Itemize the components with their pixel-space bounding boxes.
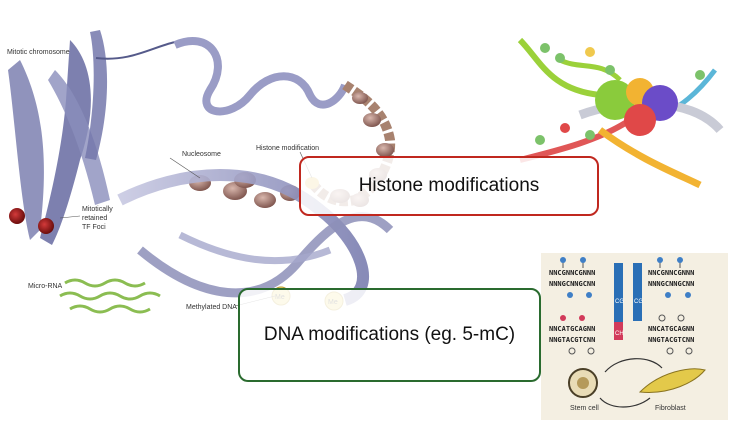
ch-label: CH (615, 331, 624, 337)
mitotic-chromosome (8, 30, 176, 245)
cg-bar-left (614, 263, 623, 340)
histone-modifications-callout: Histone modifications (299, 156, 599, 216)
cg-label-left: CG (615, 299, 624, 305)
seq-bottom-left-1: NNCATGCAGNN (549, 325, 595, 333)
tf-focus-left (9, 208, 25, 224)
fibroblast-label: Fibroblast (655, 405, 686, 412)
ch-bar (614, 322, 623, 340)
nucleosome-label: Nucleosome (182, 151, 221, 158)
fibroblast-icon (638, 368, 706, 393)
histone-modification-label: Histone modification (256, 145, 319, 152)
dna-modifications-text: DNA modifications (eg. 5-mC) (263, 324, 516, 345)
tf-foci-label-3: TF Foci (82, 224, 106, 231)
seq-bottom-right-1: NNCATGCAGNN (648, 325, 694, 333)
cg-label-right: CG (634, 299, 643, 305)
mitotic-chromosome-label: Mitotic chromosome (7, 49, 70, 56)
seq-bottom-left-2: NNGTACGTCNN (549, 336, 595, 344)
micro-rna (59, 278, 161, 314)
tf-foci-label-1: Mitotically (82, 206, 113, 213)
seq-top-left-2: NNNGCNNGCNN (549, 280, 595, 288)
stem-cell-label: Stem cell (570, 405, 599, 412)
micro-rna-label: Micro-RNA (28, 283, 63, 290)
tf-foci-label-2: retained (82, 215, 107, 222)
seq-bottom-right-2: NNGTACGTCNN (648, 336, 694, 344)
histone-modifications-text: Histone modifications (358, 175, 540, 196)
cg-bar-right (633, 263, 642, 321)
dna-modifications-callout: DNA modifications (eg. 5-mC) (238, 288, 541, 382)
methylated-dna-label: Methylated DNA (186, 304, 237, 311)
seq-top-right-2: NNNGCNNGCNN (648, 280, 694, 288)
methylation-panel-content: NNCGNNCGNNN NNNGCNNGCNN CG CG CH NNCGNNC… (549, 257, 706, 412)
seq-top-right-1: NNCGNNCGNNN (648, 269, 694, 277)
tf-focus-right (38, 218, 54, 234)
seq-top-left-1: NNCGNNCGNNN (549, 269, 595, 277)
